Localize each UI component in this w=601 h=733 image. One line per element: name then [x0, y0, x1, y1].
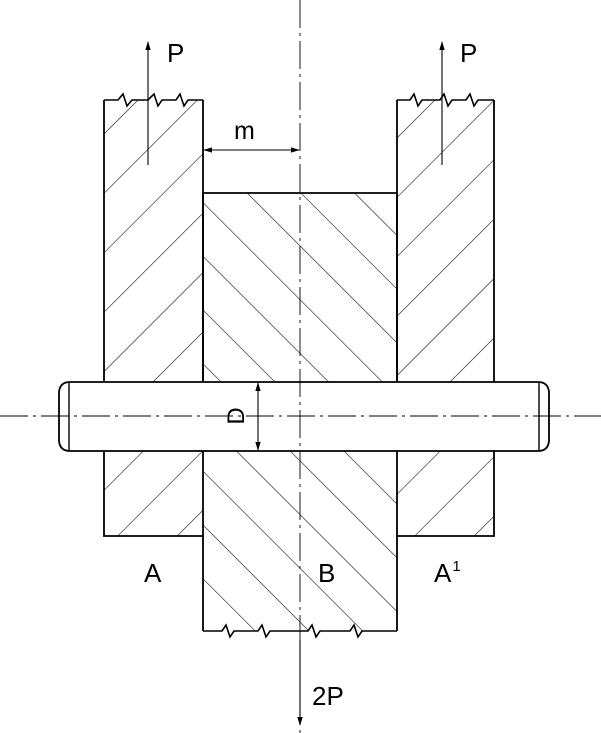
part-label-A1-letter: A	[434, 558, 452, 588]
part-label-B: B	[318, 558, 335, 588]
force-arrows	[145, 41, 445, 726]
force-label-bottom: 2P	[312, 681, 344, 711]
pin	[58, 381, 550, 452]
left-plate-A	[103, 92, 204, 537]
middle-part-break-line	[203, 623, 397, 639]
diameter-label-D: D	[223, 407, 250, 424]
part-label-A1: A1	[434, 558, 461, 588]
force-label-left: P	[167, 38, 184, 68]
right-plate-A1	[396, 92, 495, 537]
left-plate-break-line	[104, 92, 203, 108]
part-label-A: A	[144, 558, 162, 588]
force-label-right: P	[460, 38, 477, 68]
part-label-A1-superscript: 1	[452, 558, 460, 575]
gap-label-m: m	[234, 117, 255, 145]
right-plate-break-line	[397, 92, 494, 108]
